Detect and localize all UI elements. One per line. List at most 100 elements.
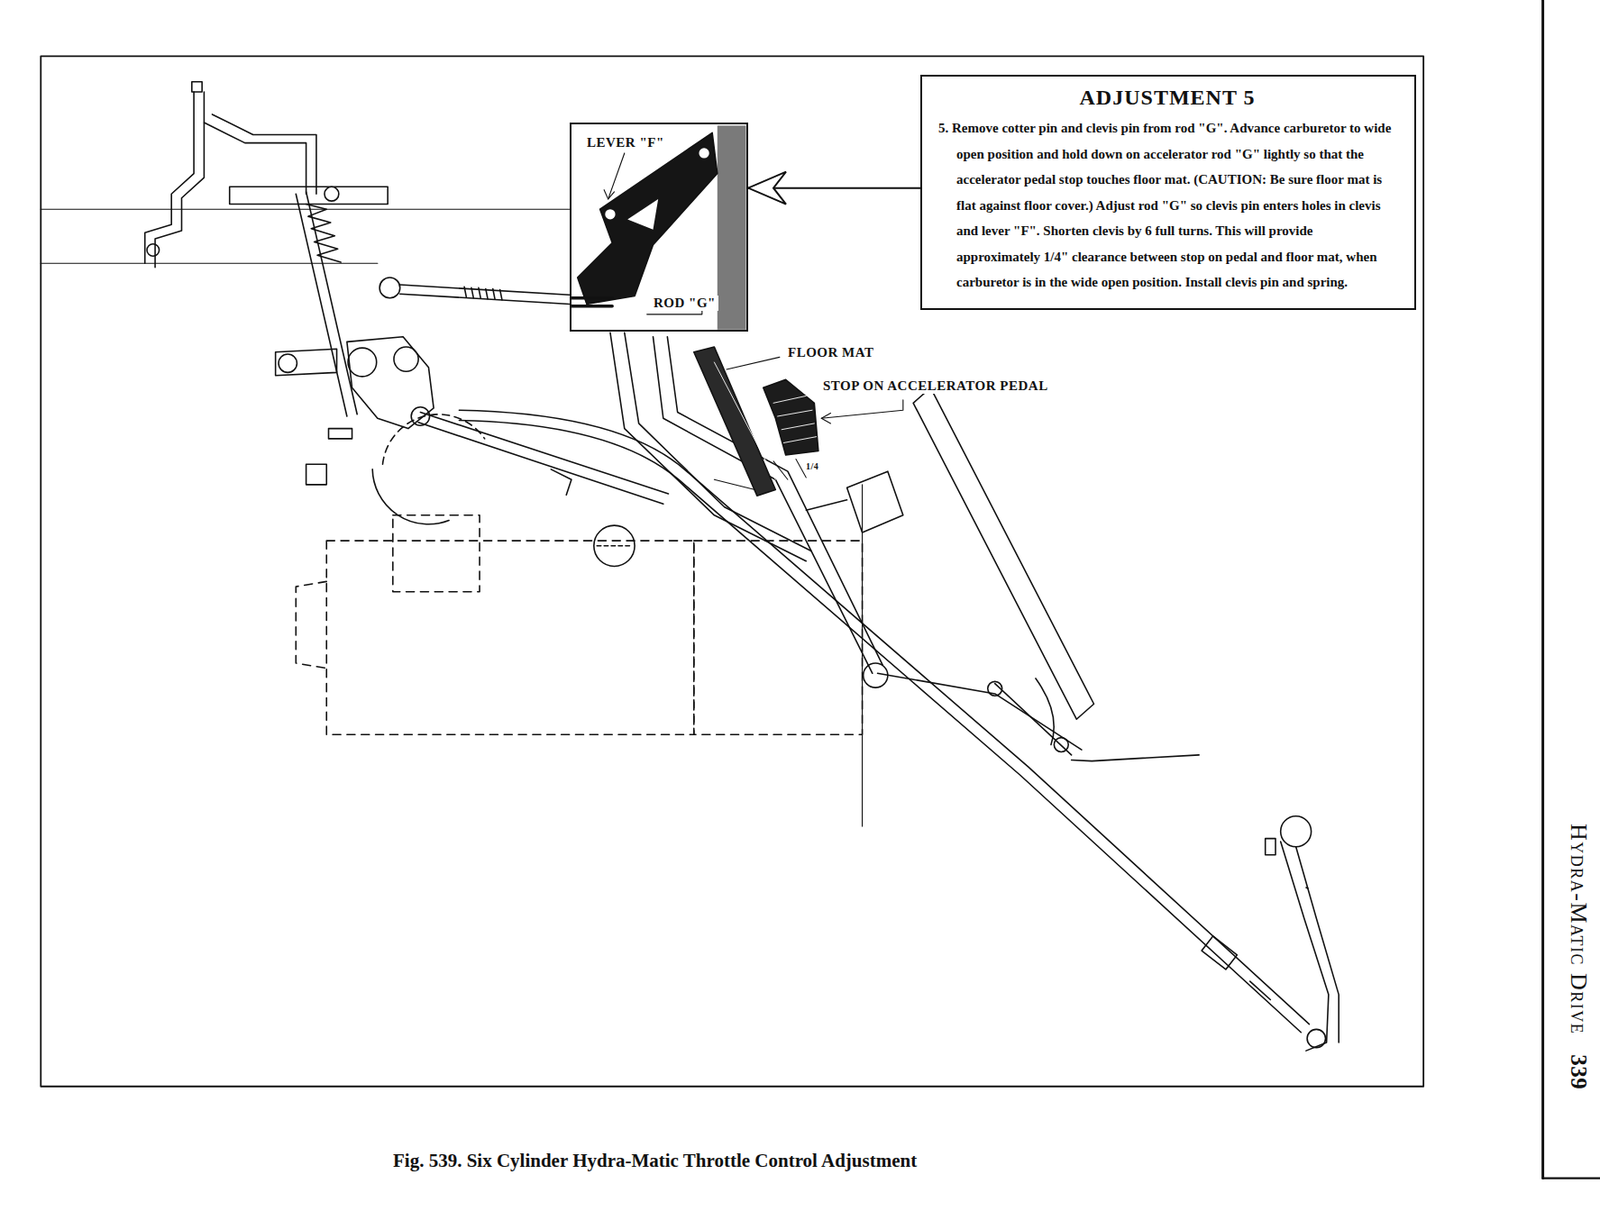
pedal-lever [1296,847,1340,1043]
carburetor-rod [295,192,357,417]
transmission-housing [326,540,695,735]
vertical-reference [861,484,863,827]
pedal-lever [1265,839,1276,856]
bellcrank [275,337,434,485]
accelerator-pedal [1071,755,1200,762]
linkage-rods [1201,936,1237,970]
pedal-stop [763,379,819,456]
accelerator-pedal [913,387,1094,720]
accelerator-pedal [987,681,1003,696]
pedal-lever [1280,841,1329,1052]
linkage-rods [458,410,1309,1024]
floor-lines [40,263,378,265]
dimension: 1/4 [804,461,820,472]
linkage-rods [458,420,1301,1034]
part-label: STOP ON ACCELERATOR PEDAL [821,378,1051,394]
accelerator-pedal [995,684,1072,756]
bellcrank [347,337,434,430]
pedal-lever [1306,887,1311,890]
vertical-reference [713,479,862,827]
transmission-housing [372,469,449,525]
transmission-housing [393,515,480,593]
bellcrank [278,354,297,373]
carburetor-bracket [192,82,202,92]
leader-line [821,413,831,424]
page-frame [40,0,1600,1179]
accelerator-rod [400,284,570,295]
carburetor-bracket [324,186,339,202]
transmission-housing [295,414,862,735]
transmission-housing [295,581,327,668]
accelerator-rod [379,277,570,304]
inset-detail [604,209,615,220]
carburetor-rod [306,192,358,415]
carburetor-rod [295,193,348,417]
carburetor-bracket [203,122,306,194]
part-label: FLOOR MAT [786,345,876,361]
bellcrank [306,464,328,485]
accelerator-rod [464,286,503,301]
transmission-housing [550,469,572,495]
leader-line [603,190,614,200]
bellcrank [393,347,419,372]
part-label: LEVER "F" [584,135,668,151]
linkage-rods [863,663,888,688]
inset-detail [571,296,613,300]
leader-line [821,400,904,419]
linkage-rods [420,411,668,494]
page-frame [1541,0,1545,1179]
pointer-arrow [748,187,921,190]
pedal-lever [1265,816,1340,1052]
brake-pedal [805,500,847,511]
transmission-housing [594,525,635,567]
floor-lines [40,209,569,211]
floor-mat [713,362,776,480]
transmission-housing [694,540,863,735]
page-number: 339 [1565,1052,1591,1092]
pedal-stop [773,395,817,443]
linkage-rods [418,422,664,505]
floor-mat [694,347,777,496]
figure-caption: Fig. 539. Six Cylinder Hydra-Matic Throt… [393,1150,917,1173]
vertical-reference [713,479,755,490]
instruction-box: ADJUSTMENT 5 5. Remove cotter pin and cle… [920,74,1417,311]
inset-detail [627,199,659,230]
instruction-text: 5. Remove cotter pin and clevis pin from… [938,115,1397,296]
carburetor-bracket [145,91,194,264]
page-frame [40,55,1424,1087]
detail-inset: LEVER "F"ROD "G" [569,122,749,332]
inset-detail [571,304,613,308]
page-frame [1543,1177,1600,1180]
linkage-rods [418,332,1309,1034]
box-heading: ADJUSTMENT 5 [938,85,1397,110]
brake-pedal [847,471,904,533]
accelerator-pedal [877,673,1082,750]
bellcrank [347,347,377,377]
floor-mat [694,347,777,496]
inset-detail [698,147,709,158]
carburetor-bracket [155,91,204,268]
inset-detail [577,132,718,304]
accelerator-pedal [1035,678,1054,746]
side-heading: Hydra-Matic Drive 339 [1564,822,1592,1092]
pedal-lever [1307,1029,1326,1048]
running-head: Hydra-Matic Drive [1564,822,1592,1037]
bellcrank [329,429,353,439]
transmission-housing [596,545,633,548]
accelerator-pedal [877,387,1200,761]
inset-detail [717,125,747,330]
accelerator-rod [379,277,401,299]
leader-line [608,153,625,200]
inset-detail [571,125,747,330]
carburetor-bracket [145,82,388,268]
pedal-stop [773,459,806,481]
accelerator-pedal [1053,738,1069,753]
accelerator-rod [400,293,570,304]
brake-pedal [805,471,904,533]
leader-line [726,356,780,370]
carburetor-rod [306,204,341,264]
linkage-rods [610,332,806,562]
carburetor-bracket [146,244,160,257]
linkage-rods [1250,981,1271,1000]
